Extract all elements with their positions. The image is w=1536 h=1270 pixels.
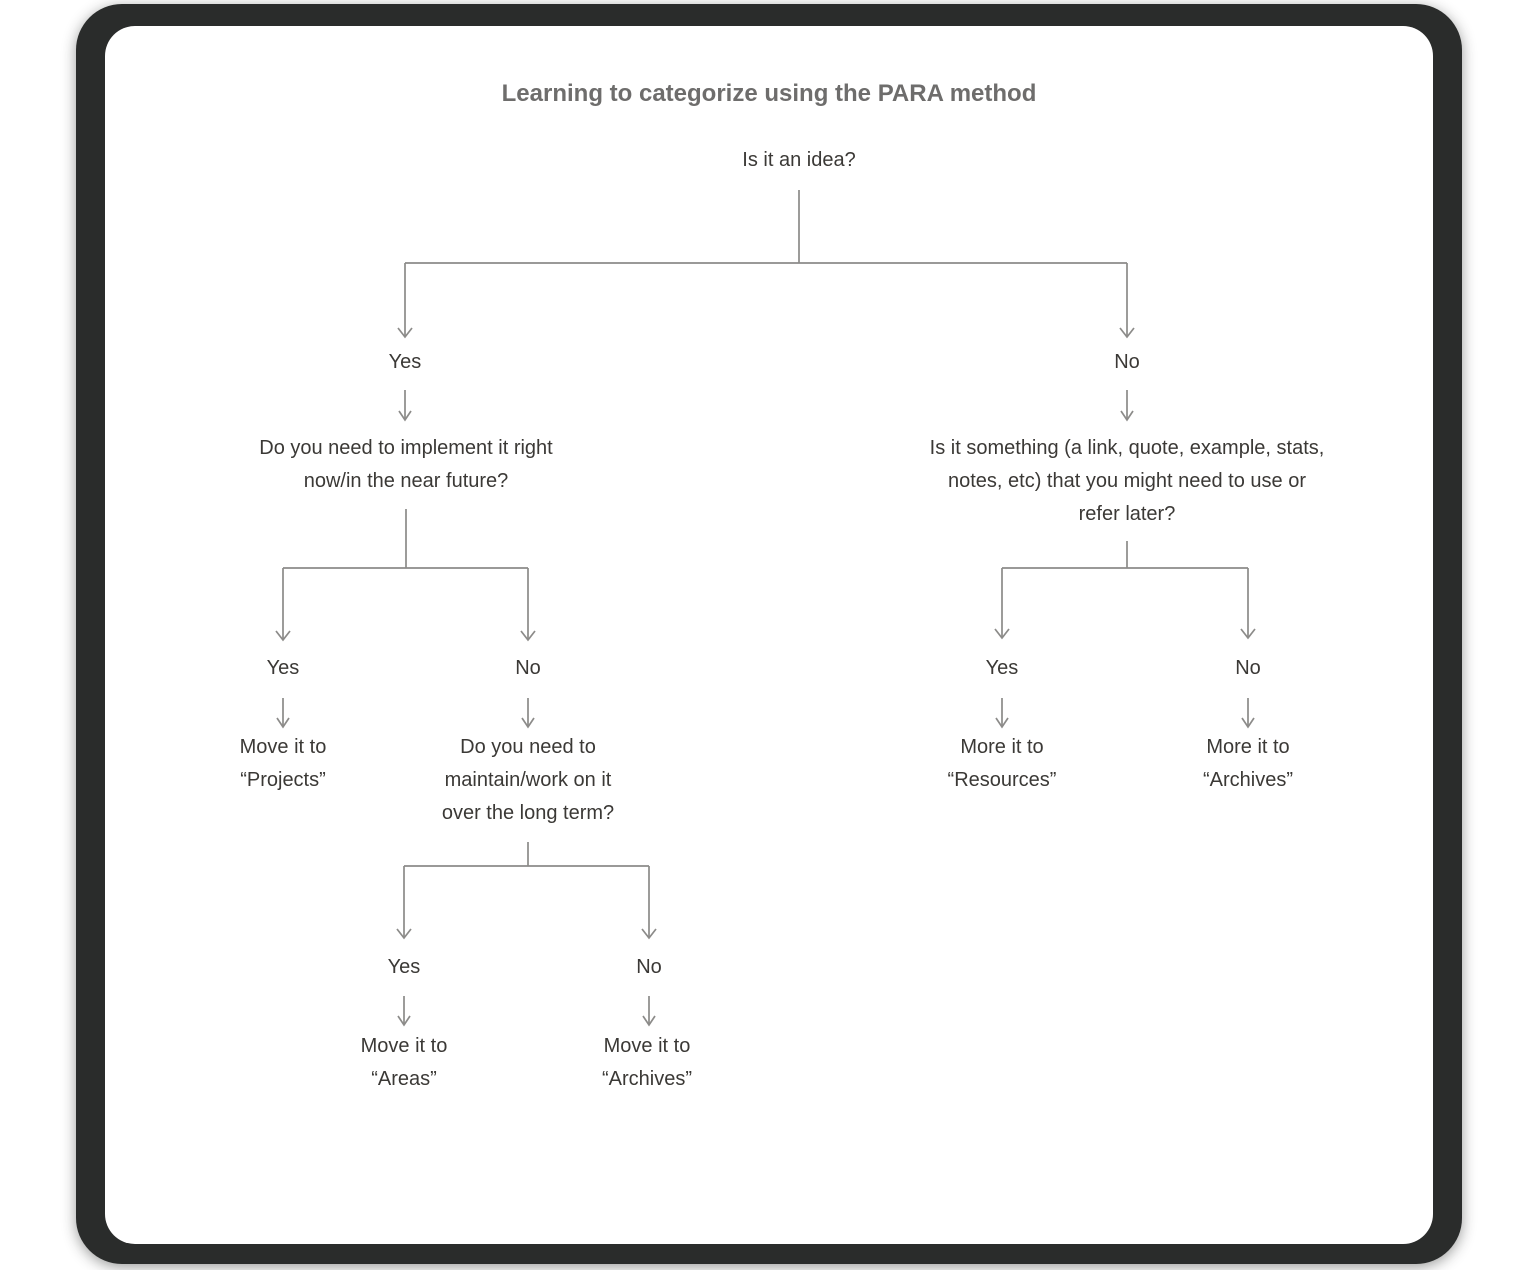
branch-label-implement-no: No bbox=[515, 657, 541, 679]
branch-label-maintain-yes: Yes bbox=[387, 956, 421, 978]
node-result-resources: More it to “Resources” bbox=[947, 736, 1057, 791]
node-result-archives-right: More it to “Archives” bbox=[1202, 736, 1294, 791]
node-root-question: Is it an idea? bbox=[742, 149, 856, 171]
branch-label-idea-yes: Yes bbox=[388, 351, 422, 373]
branch-label-maintain-no: No bbox=[636, 956, 662, 978]
node-implement-question: Do you need to implement it right now/in… bbox=[259, 437, 553, 492]
node-result-projects: Move it to “Projects” bbox=[239, 736, 327, 791]
node-refer-question: Is it something (a link, quote, example,… bbox=[929, 437, 1325, 525]
branch-label-refer-no: No bbox=[1235, 657, 1261, 679]
branch-label-refer-yes: Yes bbox=[985, 657, 1019, 679]
node-maintain-question: Do you need to maintain/work on it over … bbox=[441, 736, 615, 824]
node-result-archives-left: Move it to “Archives” bbox=[601, 1035, 693, 1090]
diagram-title: Learning to categorize using the PARA me… bbox=[501, 80, 1037, 107]
diagram-canvas bbox=[105, 26, 1433, 1244]
branch-label-idea-no: No bbox=[1114, 351, 1140, 373]
branch-label-implement-yes: Yes bbox=[266, 657, 300, 679]
node-result-areas: Move it to “Areas” bbox=[360, 1035, 448, 1090]
